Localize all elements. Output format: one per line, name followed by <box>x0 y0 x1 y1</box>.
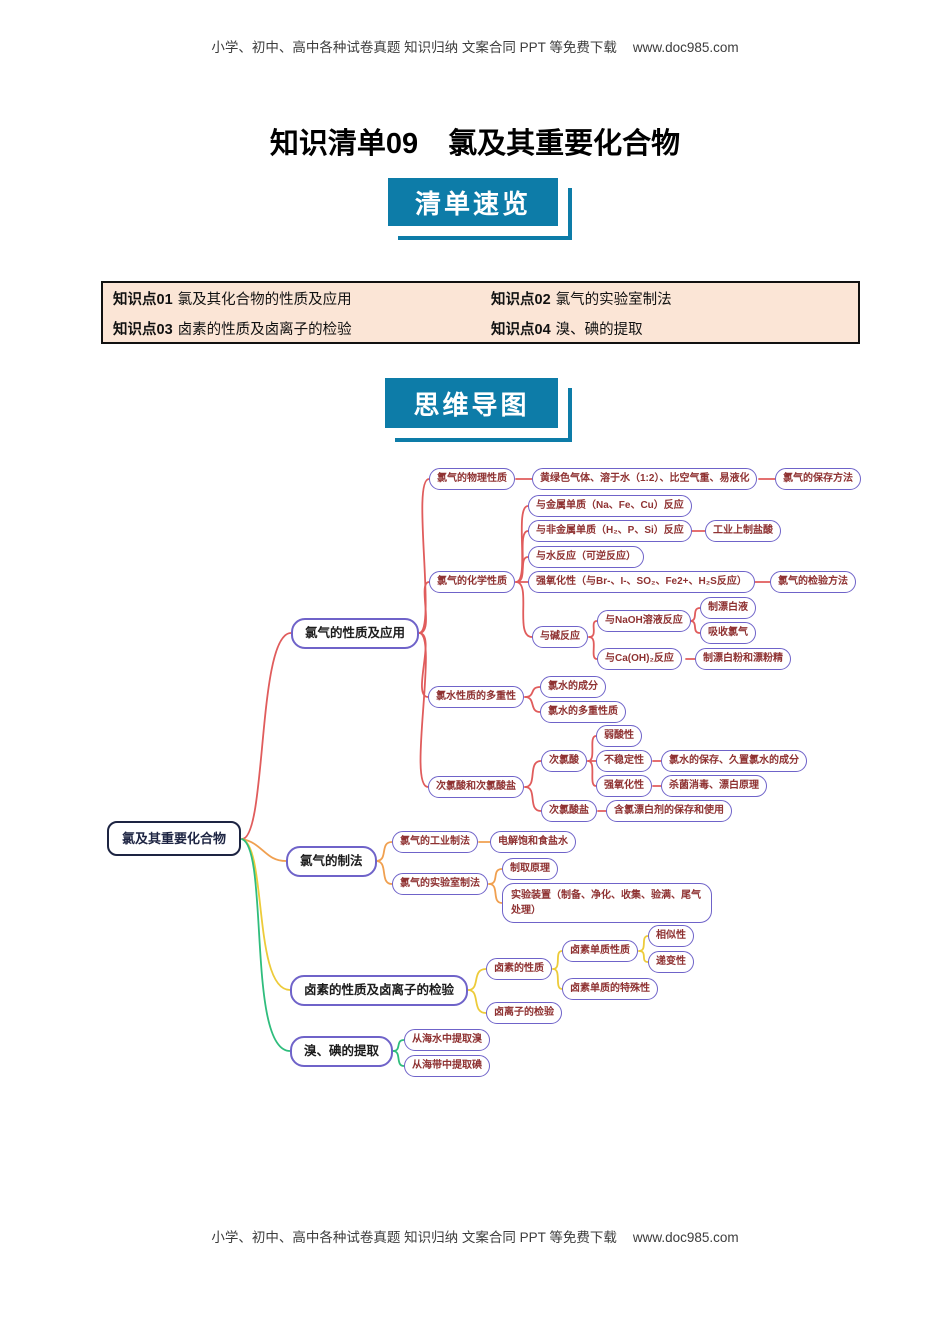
mindmap-node-bleach-liquid: 制漂白液 <box>700 597 756 619</box>
knowledge-item-02-num: 知识点02 <box>491 292 551 308</box>
banner-mindmap: 思维导图 <box>385 378 572 442</box>
watermark-url: www.doc985.com <box>632 40 739 55</box>
mindmap-node-water-comp: 氯水的成分 <box>540 676 606 698</box>
mindmap-node-hypo-acid: 次氯酸 <box>541 750 587 772</box>
watermark-text: 小学、初中、高中各种试卷真题 知识归纳 文案合同 PPT 等免费下载 <box>211 40 617 55</box>
mindmap-node-hal-props: 卤素的性质 <box>486 958 552 980</box>
knowledge-item-04-text: 溴、碘的提取 <box>555 322 643 338</box>
mindmap-node-bleach-keep: 含氯漂白剂的保存和使用 <box>606 800 732 822</box>
mindmap-node-sterilize: 杀菌消毒、漂白原理 <box>661 775 767 797</box>
knowledge-item-01-text: 氯及其化合物的性质及应用 <box>177 292 352 308</box>
mindmap-node-hal-elem: 卤素单质性质 <box>562 940 638 962</box>
mindmap-node-naoh: 与NaOH溶液反应 <box>597 610 691 632</box>
mindmap-connectors <box>241 478 776 1067</box>
mindmap-node-metal: 与金属单质（Na、Fe、Cu）反应 <box>528 495 692 517</box>
mindmap-node-phys: 氯气的物理性质 <box>429 468 515 490</box>
mindmap-node-absorb-cl2: 吸收氯气 <box>700 622 756 644</box>
knowledge-item-01-num: 知识点01 <box>113 292 173 308</box>
knowledge-item-04-num: 知识点04 <box>491 322 551 338</box>
mindmap-node-branch-preparation: 氯气的制法 <box>286 846 377 877</box>
mindmap-node-hypo-salt: 次氯酸盐 <box>541 800 597 822</box>
mindmap-node-bleach-powder: 制漂白粉和漂粉精 <box>695 648 791 670</box>
mindmap-node-industry: 氯气的工业制法 <box>392 831 478 853</box>
mindmap-node-base-rxn: 与碱反应 <box>532 626 588 648</box>
mindmap-node-similar: 相似性 <box>648 925 694 947</box>
mindmap-node-chem: 氯气的化学性质 <box>429 571 515 593</box>
knowledge-item-03-num: 知识点03 <box>113 322 173 338</box>
banner-overview: 清单速览 <box>388 178 572 240</box>
mindmap-node-branch-halogen: 卤素的性质及卤离子的检验 <box>290 975 469 1006</box>
mindmap-node-electrolysis: 电解饱和食盐水 <box>490 831 576 853</box>
mindmap-node-iodine: 从海带中提取碘 <box>404 1055 490 1077</box>
knowledge-item-03-text: 卤素的性质及卤离子的检验 <box>177 322 352 338</box>
mindmap-node-center: 氯及其重要化合物 <box>107 821 242 856</box>
footer-watermark-url: www.doc985.com <box>632 1230 739 1245</box>
mindmap-node-principle: 制取原理 <box>502 858 558 880</box>
mindmap-node-hypo: 次氯酸和次氯酸盐 <box>428 776 524 798</box>
title-number: 知识清单09 <box>269 128 419 160</box>
header-watermark: 小学、初中、高中各种试卷真题 知识归纳 文案合同 PPT 等免费下载 www.do… <box>0 36 950 56</box>
mindmap-node-water-props: 氯水的多重性质 <box>540 701 626 723</box>
mindmap-node-branch-extraction: 溴、碘的提取 <box>290 1036 394 1067</box>
branch3-connectors <box>241 838 649 1014</box>
banner-overview-label: 清单速览 <box>414 188 531 219</box>
mindmap-node-keep-water: 氯水的保存、久置氯水的成分 <box>661 750 807 772</box>
mindmap-node-detect: 氯气的检验方法 <box>770 571 856 593</box>
mindmap-node-nonmetal: 与非金属单质（H₂、P、Si）反应 <box>528 520 692 542</box>
mindmap-node-bromine: 从海水中提取溴 <box>404 1029 490 1051</box>
mindmap-node-gradient: 递变性 <box>648 951 694 973</box>
mindmap-node-caoh2: 与Ca(OH)₂反应 <box>597 648 682 670</box>
mindmap-node-apparatus: 实验装置（制备、净化、收集、验满、尾气处理） <box>502 883 712 923</box>
branch2-connectors <box>241 838 503 904</box>
knowledge-item-02-text: 氯气的实验室制法 <box>555 292 672 308</box>
mindmap-node-hal-ion: 卤离子的检验 <box>486 1002 562 1024</box>
mindmap-node-strong-ox: 强氧化性 <box>596 775 652 797</box>
mindmap-node-phys-detail: 黄绿色气体、溶于水（1:2）、比空气重、易液化 <box>532 468 758 490</box>
banner-mindmap-label: 思维导图 <box>413 389 530 420</box>
mindmap-node-branch-properties: 氯气的性质及应用 <box>291 618 420 649</box>
mindmap-node-oxidizing: 强氧化性（与Br-、I-、SO₂、Fe2+、H₂S反应） <box>528 571 755 593</box>
mindmap-node-hcl-industry: 工业上制盐酸 <box>705 520 781 542</box>
footer-watermark-text: 小学、初中、高中各种试卷真题 知识归纳 文案合同 PPT 等免费下载 <box>211 1230 617 1245</box>
mindmap-node-weak-acid: 弱酸性 <box>596 725 642 747</box>
title-text: 氯及其重要化合物 <box>448 128 681 160</box>
mindmap-node-water-multi: 氯水性质的多重性 <box>428 686 524 708</box>
mindmap-node-lab: 氯气的实验室制法 <box>392 873 488 895</box>
branch4-connectors <box>241 838 405 1067</box>
footer-watermark: 小学、初中、高中各种试卷真题 知识归纳 文案合同 PPT 等免费下载 www.do… <box>0 1226 950 1246</box>
mindmap-node-storage-method: 氯气的保存方法 <box>775 468 861 490</box>
mindmap-node-unstable: 不稳定性 <box>596 750 652 772</box>
page-title: 知识清单09 氯及其重要化合物 <box>0 120 950 162</box>
mindmap-node-water-rxn: 与水反应（可逆反应） <box>528 546 644 568</box>
mindmap-node-hal-special: 卤素单质的特殊性 <box>562 978 658 1000</box>
branch1-connectors <box>241 478 776 840</box>
